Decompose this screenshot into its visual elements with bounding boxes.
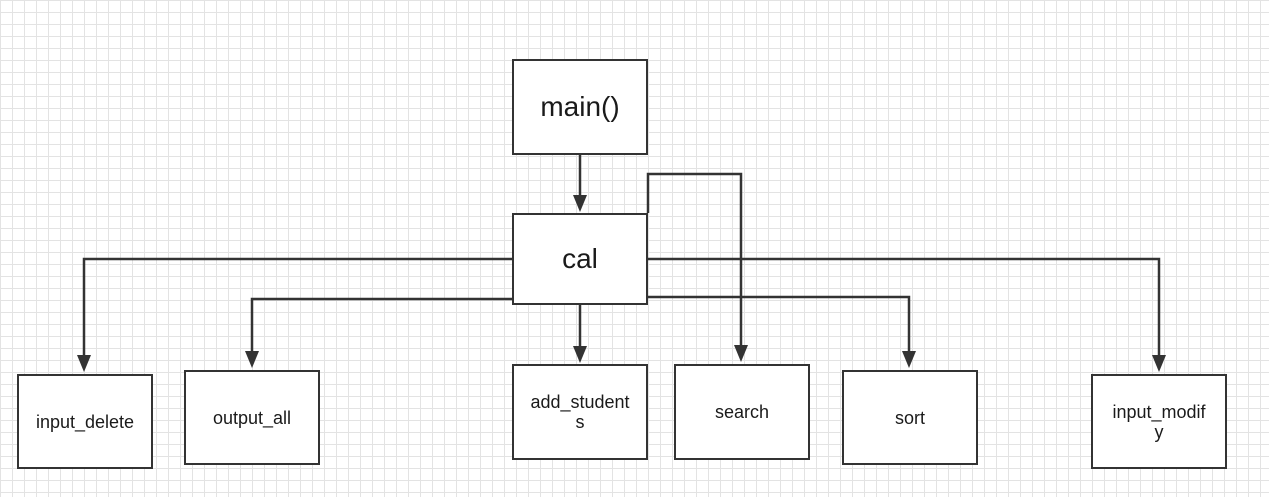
node-input-modify[interactable]: input_modif y — [1091, 374, 1227, 469]
arrowhead-main-to-cal — [573, 195, 587, 212]
arrowhead-cal-to-input-modify — [1152, 355, 1166, 372]
node-input-delete-label: input_delete — [35, 411, 135, 432]
arrowhead-cal-to-search — [734, 345, 748, 362]
edge-cal-to-input-modify — [648, 257, 1161, 357]
node-main-label: main() — [540, 91, 620, 122]
edge-cal-to-search — [646, 172, 743, 347]
arrowhead-cal-to-sort — [902, 351, 916, 368]
node-search[interactable]: search — [674, 364, 810, 460]
node-main[interactable]: main() — [512, 59, 648, 155]
arrowhead-cal-to-input-delete — [77, 355, 91, 372]
node-input-modify-label: input_modif y — [1112, 401, 1206, 442]
edge-cal-to-input-delete — [82, 257, 512, 357]
node-cal[interactable]: cal — [512, 213, 648, 305]
arrowhead-cal-to-output-all — [245, 351, 259, 368]
node-search-label: search — [714, 402, 770, 422]
edge-cal-to-sort — [648, 295, 911, 353]
arrowhead-cal-to-add-students — [573, 346, 587, 363]
node-sort-label: sort — [894, 407, 925, 428]
edge-cal-to-output-all — [250, 297, 512, 353]
node-output-all[interactable]: output_all — [184, 370, 320, 465]
node-add-students[interactable]: add_student s — [512, 364, 648, 460]
node-cal-label: cal — [562, 243, 598, 274]
node-input-delete[interactable]: input_delete — [17, 374, 153, 469]
node-add-students-label: add_student s — [530, 392, 630, 432]
node-sort[interactable]: sort — [842, 370, 978, 465]
node-output-all-label: output_all — [212, 407, 292, 428]
